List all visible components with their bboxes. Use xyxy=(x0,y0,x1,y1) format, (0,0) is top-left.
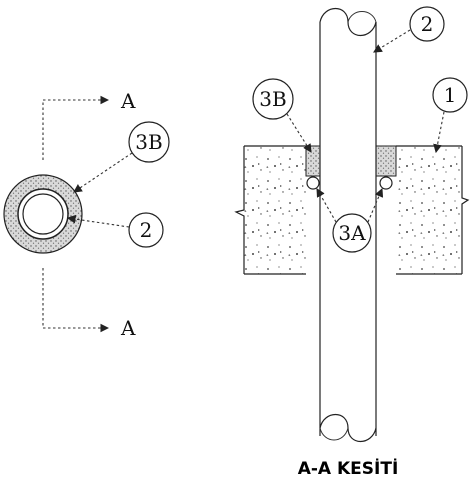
callout-label-3b-plan: 3B xyxy=(135,130,162,154)
leader-line-3b-plan xyxy=(73,152,133,193)
callout-bubble-2-plan xyxy=(128,212,164,248)
backer-rod-right xyxy=(379,176,393,190)
section-cut-line-bottom xyxy=(42,268,110,333)
callout-bubble-1 xyxy=(432,77,468,113)
callout-bubble-3b-section xyxy=(252,78,294,120)
callout-label-1: 1 xyxy=(444,83,457,107)
section-cut-line-top xyxy=(42,95,110,160)
section-caption: A-A KESİTİ xyxy=(298,457,399,479)
sealant-right xyxy=(375,145,397,177)
section-view: 2 3B 1 3A A-A KESİTİ xyxy=(234,6,470,479)
section-marker-bottom-label: A xyxy=(120,316,136,340)
callout-label-3a: 3A xyxy=(338,221,366,245)
callout-label-3b-section: 3B xyxy=(259,87,286,111)
section-marker-top-label: A xyxy=(120,89,136,113)
callout-bubble-3a xyxy=(332,213,372,253)
leader-line-3a-left xyxy=(316,188,337,223)
pipe-inner-wall xyxy=(22,193,64,235)
callout-label-2-section: 2 xyxy=(421,12,434,36)
callout-bubble-3b-plan xyxy=(128,121,170,163)
backer-rod-left xyxy=(306,176,320,190)
leader-line-2-section xyxy=(373,29,411,53)
leader-line-2-plan xyxy=(66,214,130,228)
callout-label-2-plan: 2 xyxy=(140,218,153,242)
sealant-left xyxy=(305,145,321,177)
wall-block-left xyxy=(234,145,306,275)
wall-block-right xyxy=(396,145,470,275)
callout-bubble-2-section xyxy=(409,6,445,42)
plan-view: A A 3B 2 xyxy=(3,89,170,340)
leader-line-1 xyxy=(433,111,445,154)
leader-line-3b-section xyxy=(286,113,312,153)
leader-line-3a-right xyxy=(367,187,384,223)
